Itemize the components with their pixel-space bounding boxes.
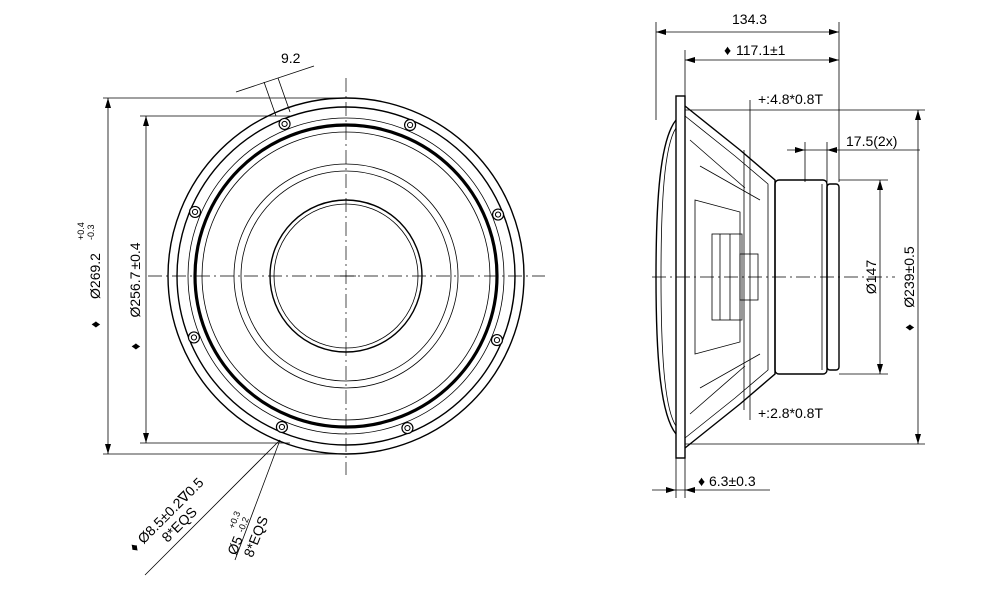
frame-flange: [675, 95, 686, 459]
mount-hole-inner: [493, 336, 501, 344]
mount-hole-inner: [190, 334, 198, 341]
svg-text:Ø269.2: Ø269.2: [87, 253, 103, 299]
magnet-diameter-label: Ø147: [863, 260, 879, 294]
mount-hole-large-callout: ♦ Ø8.5±0.2∇0.5 8*EQS: [126, 474, 207, 555]
mounting-holes: [187, 117, 505, 435]
outer-diameter-value: 269.2: [87, 253, 103, 288]
diamond-icon: ♦: [87, 321, 103, 328]
terminal-block: [739, 253, 759, 301]
terminal-top-label: +:4.8*0.8T: [758, 91, 823, 107]
cone-ring-inner: [240, 170, 452, 382]
dust-cap-inner: [273, 203, 419, 349]
dim-cutout-diameter: Ø256.7 ±0.4 ♦: [127, 115, 290, 444]
mount-hole-inner: [494, 211, 502, 218]
diamond-icon: ♦: [901, 324, 917, 331]
mount-hole-inner: [191, 208, 199, 216]
basket-diameter-label: Ø239±0.5: [901, 246, 917, 308]
back-plate: [826, 183, 840, 371]
frame-ring: [176, 106, 516, 446]
mount-hole: [275, 420, 289, 434]
diamond-icon: ♦: [127, 343, 143, 350]
dim-outer-diameter: Ø269.2 +0.4 -0.3 ♦: [76, 97, 340, 455]
mount-hole-small-callout: Ø5 +0.3 -0.2 8*EQS: [224, 510, 271, 560]
dim-magnet-diameter: Ø147: [839, 179, 888, 375]
basket-spokes: [689, 139, 761, 415]
cone-ring: [233, 163, 459, 389]
mount-hole: [188, 205, 202, 219]
mount-hole-inner: [278, 423, 286, 431]
dim-depth-from-flange: ♦ 117.1±1: [684, 42, 839, 100]
diamond-icon: ♦: [724, 42, 731, 58]
hole-spacing-label: 9.2: [281, 50, 301, 66]
mount-hole: [490, 333, 504, 347]
depth-from-flange-label: 117.1±1: [736, 42, 786, 58]
mount-hole: [187, 331, 201, 344]
mount-hole-inner: [404, 424, 411, 432]
mount-hole: [403, 118, 417, 132]
dim-hole-spacing: 9.2: [235, 50, 315, 117]
cutout-diameter-value: 256.7: [127, 271, 143, 306]
dim-overall-depth: 134.3: [655, 11, 840, 182]
mount-hole-leaders: [144, 439, 281, 576]
mount-hole: [401, 421, 414, 435]
mount-hole-inner: [281, 120, 288, 128]
surround-inner: [201, 131, 491, 421]
flange-thickness-label: 6.3±0.3: [709, 473, 756, 489]
cutout-diameter-tol: ±0.4: [127, 242, 143, 269]
mount-hole: [491, 208, 505, 221]
dim-magnet-height: 17.5(2x): [787, 133, 920, 182]
diamond-icon: ♦: [698, 473, 705, 489]
front-view: Ø269.2 +0.4 -0.3 ♦ Ø256.7±0.4 ♦: [76, 50, 545, 576]
surround-profile: [655, 119, 677, 435]
frame-outer-edge: [167, 97, 525, 455]
svg-text:Ø256.7±0.4: Ø256.7 ±0.4: [127, 242, 143, 317]
surround-outer: [193, 123, 499, 429]
dust-cap-outer: [269, 199, 423, 353]
cutout-diameter-symbol: Ø: [127, 307, 143, 318]
dim-flange-thickness: ♦ 6.3±0.3: [652, 458, 770, 498]
outer-diameter-tol-upper: +0.4: [76, 222, 86, 240]
outer-diameter-symbol: Ø: [87, 288, 103, 299]
mount-hole-inner: [406, 121, 414, 129]
frame-mount-circle: [187, 117, 505, 435]
overall-depth-label: 134.3: [732, 11, 767, 27]
mount-hole: [278, 117, 291, 131]
voice-coil-former: [711, 233, 743, 321]
terminal-bottom-label: +:2.8*0.8T: [758, 405, 823, 421]
dim-basket-diameter: Ø239±0.5 ♦: [685, 109, 925, 445]
side-view: 134.3 ♦ 117.1±1 +:4.8*0.8T +:2.8*0.8T 17…: [652, 11, 925, 498]
magnet-height-label: 17.5(2x): [846, 133, 897, 149]
outer-diameter-tol-lower: -0.3: [86, 224, 96, 240]
